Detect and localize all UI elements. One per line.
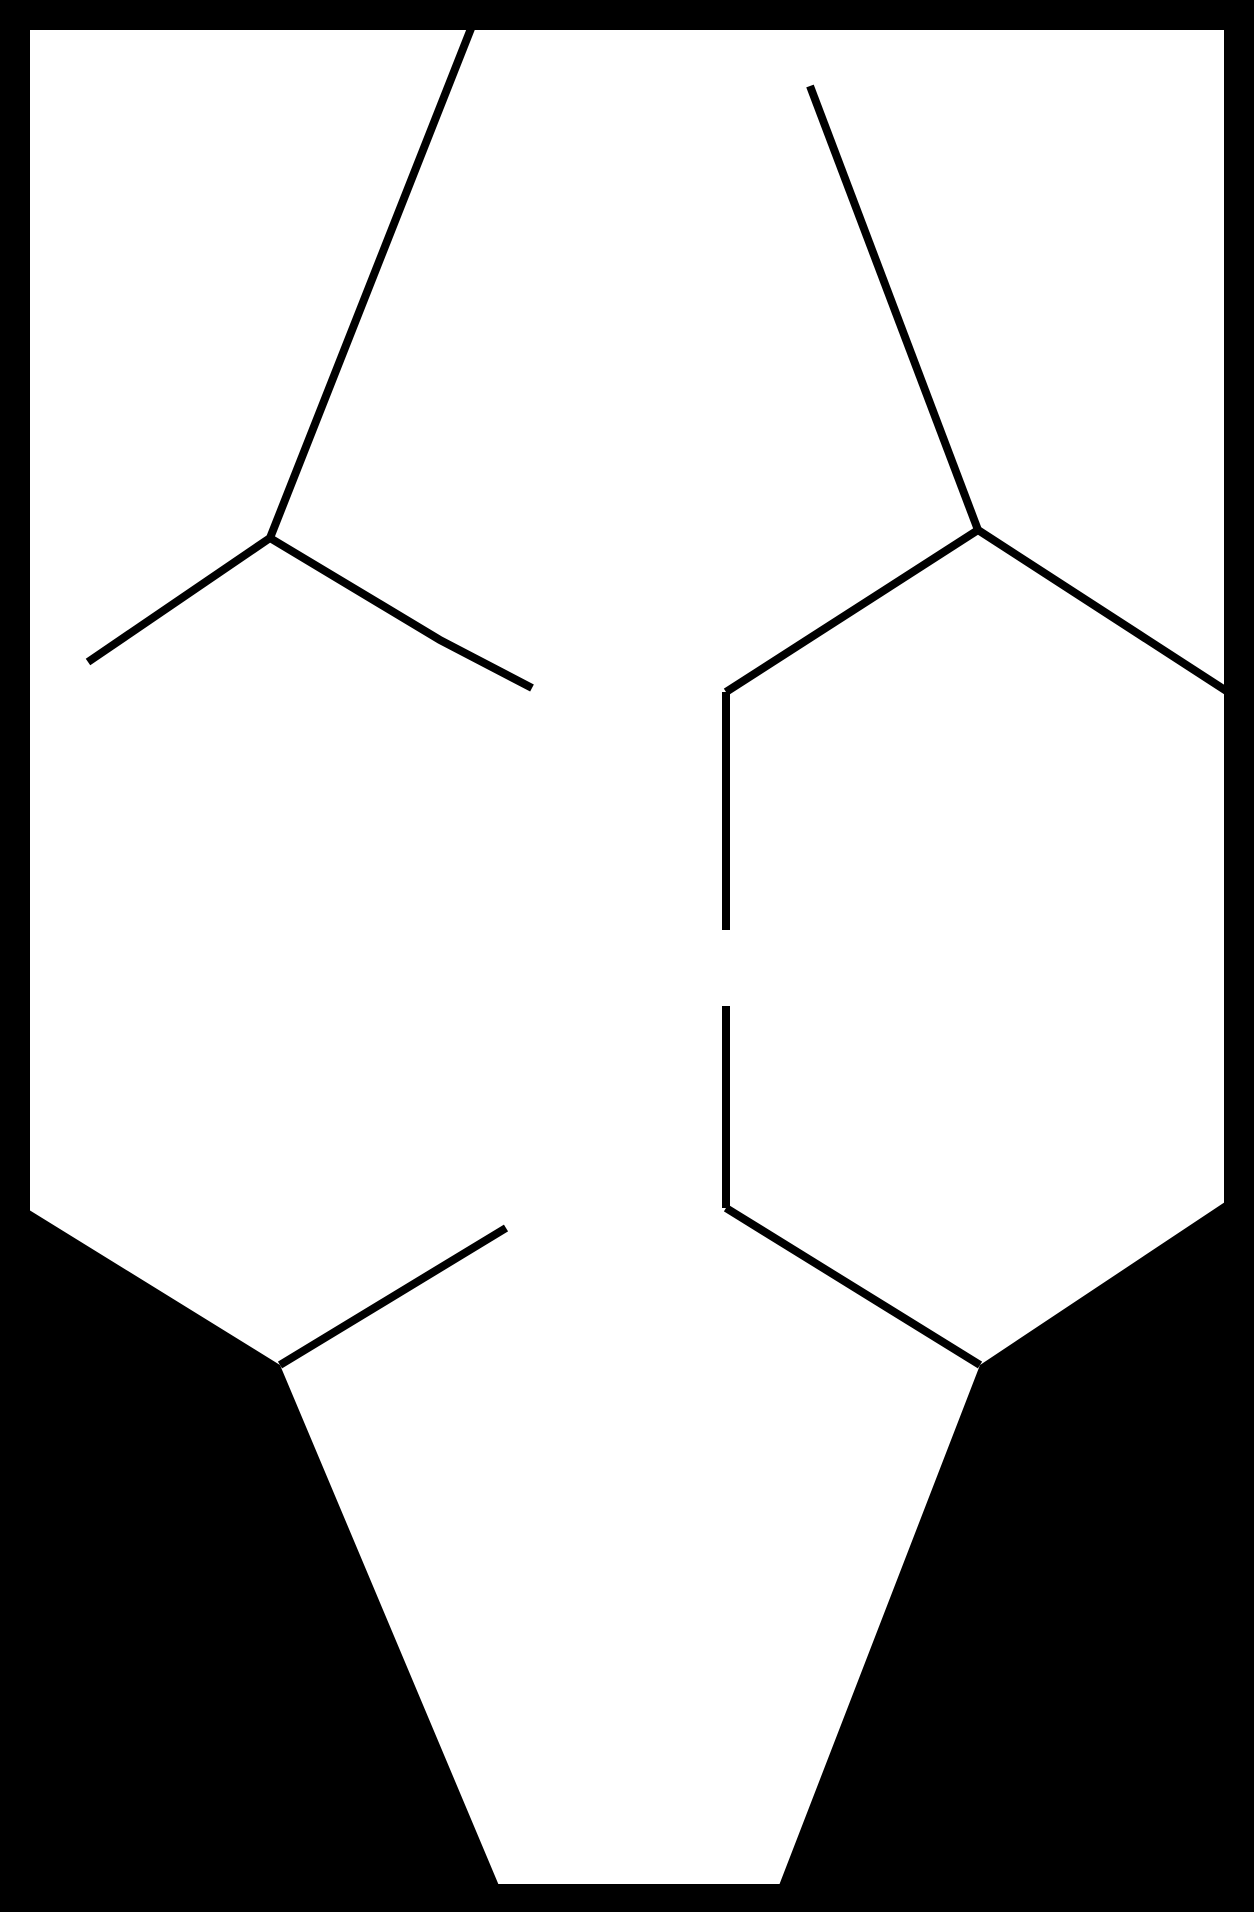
line-lower-left-diagonal <box>277 1224 509 1369</box>
outer-frame <box>22 22 1232 1892</box>
line-right-upper-left-branch <box>723 526 981 696</box>
line-left-branch <box>85 534 273 666</box>
line-left-inner-diagonal <box>267 534 534 692</box>
line-upper-left-diagonal <box>266 24 476 540</box>
line-group <box>85 24 1231 1369</box>
line-lower-right-diagonal <box>723 1204 983 1369</box>
white-panel <box>26 26 1228 1888</box>
line-upper-right-diagonal <box>806 84 982 532</box>
line-right-upper-right-branch <box>975 526 1231 696</box>
